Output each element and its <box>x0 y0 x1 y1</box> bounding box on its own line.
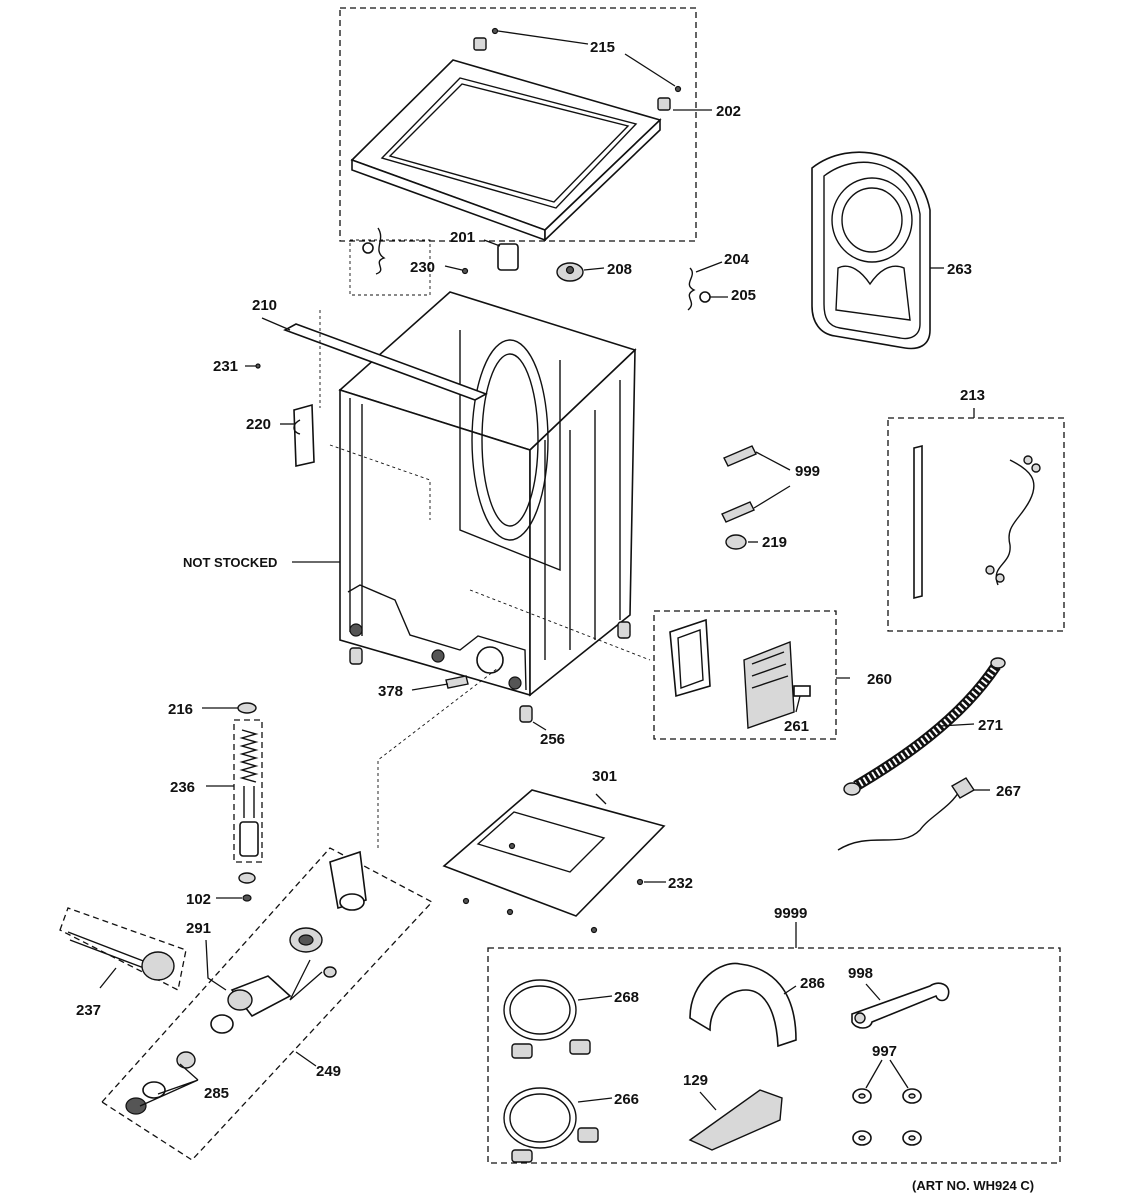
label-215: 215 <box>590 39 615 56</box>
drain-hose-group <box>202 702 263 902</box>
wire-harness-group <box>887 408 1065 632</box>
small-parts-top <box>444 239 605 282</box>
label-997: 997 <box>872 1043 897 1060</box>
label-286: 286 <box>800 975 825 992</box>
label-256: 256 <box>540 731 565 748</box>
label-266: 266 <box>614 1091 639 1108</box>
base-plate <box>442 789 666 934</box>
label-201: 201 <box>450 229 475 246</box>
art-number: (ART NO. WH924 C) <box>912 1178 1034 1193</box>
label-249: 249 <box>316 1063 341 1080</box>
part-labels: 215 202 201 230 208 204 205 263 210 231 … <box>76 39 1034 1193</box>
label-998: 998 <box>848 965 873 982</box>
label-267: 267 <box>996 783 1021 800</box>
label-216: 216 <box>168 701 193 718</box>
crossbar-bracket <box>245 310 488 467</box>
door-gasket <box>811 151 944 350</box>
label-263: 263 <box>947 261 972 278</box>
label-232: 232 <box>668 875 693 892</box>
label-205: 205 <box>731 287 756 304</box>
suspension-springs <box>349 227 728 311</box>
label-219: 219 <box>762 534 787 551</box>
label-202: 202 <box>716 103 741 120</box>
cabinet <box>292 291 651 723</box>
label-231: 231 <box>213 358 238 375</box>
label-9999: 9999 <box>774 905 807 922</box>
drain-pump-group <box>101 667 499 1161</box>
label-378: 378 <box>378 683 403 700</box>
label-291: 291 <box>186 920 211 937</box>
label-260: 260 <box>867 671 892 688</box>
label-271: 271 <box>978 717 1003 734</box>
label-268: 268 <box>614 989 639 1006</box>
label-208: 208 <box>607 261 632 278</box>
label-213: 213 <box>960 387 985 404</box>
power-cord <box>837 777 990 851</box>
label-204: 204 <box>724 251 750 268</box>
top-cover-group <box>339 7 712 242</box>
label-237: 237 <box>76 1002 101 1019</box>
label-236: 236 <box>170 779 195 796</box>
label-999: 999 <box>795 463 820 480</box>
shipping-bolts <box>721 445 791 550</box>
label-129: 129 <box>683 1072 708 1089</box>
accessory-kit <box>487 922 1061 1164</box>
filter-group <box>59 907 227 991</box>
label-285: 285 <box>204 1085 229 1102</box>
control-board-group <box>653 610 850 740</box>
label-102: 102 <box>186 891 211 908</box>
label-230: 230 <box>410 259 435 276</box>
feet-and-plugs <box>411 675 547 731</box>
label-not-stocked: NOT STOCKED <box>183 555 277 570</box>
fill-hose <box>843 657 1006 796</box>
label-261: 261 <box>784 718 809 735</box>
label-301: 301 <box>592 768 617 785</box>
label-210: 210 <box>252 297 277 314</box>
label-220: 220 <box>246 416 271 433</box>
